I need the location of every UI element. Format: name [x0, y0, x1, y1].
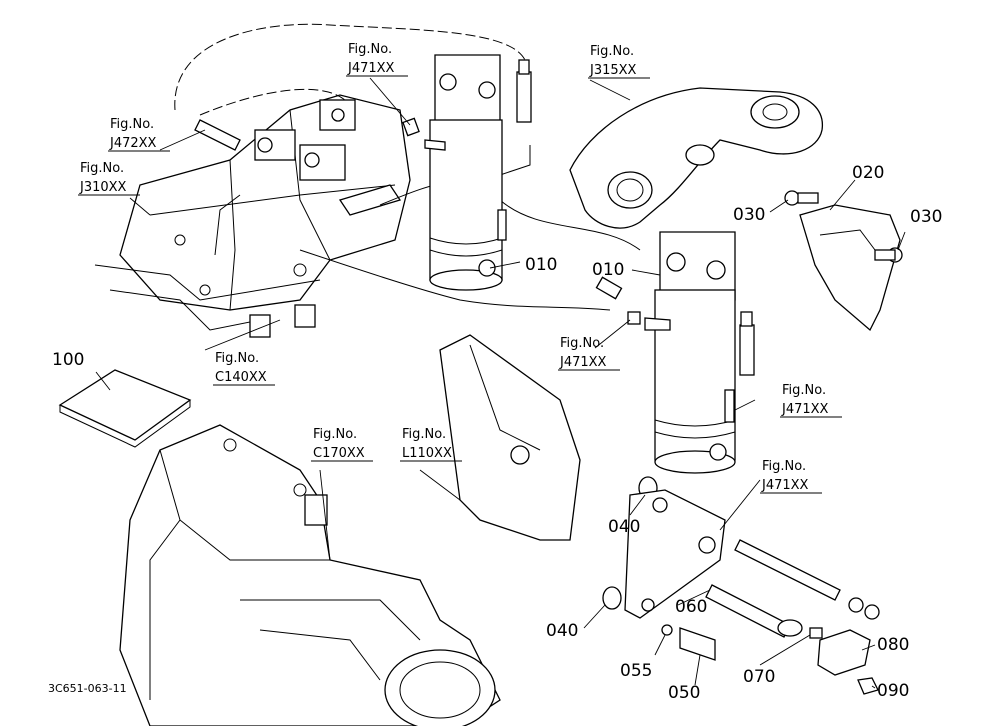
fig-ref-prefix: Fig.No. — [110, 117, 154, 132]
lift-arm-drawing — [569, 87, 823, 229]
fig-ref-prefix: Fig.No. — [80, 161, 124, 176]
fig-ref-number: J471XX — [559, 355, 607, 370]
fig-ref-j310: Fig.No. J310XX — [78, 161, 140, 196]
fig-ref-c140: Fig.No. C140XX — [213, 351, 275, 386]
manual-packet-drawing — [58, 369, 192, 448]
part-number-040-lower: 040 — [546, 621, 578, 641]
fig-ref-prefix: Fig.No. — [560, 336, 604, 351]
fig-ref-prefix: Fig.No. — [313, 427, 357, 442]
part-number-090: 090 — [877, 681, 909, 701]
part-number-070: 070 — [743, 667, 775, 687]
part-number-100: 100 — [52, 350, 84, 370]
fig-ref-prefix: Fig.No. — [215, 351, 259, 366]
fig-ref-j315: Fig.No. J315XX — [588, 44, 650, 79]
part-number-010-right: 010 — [592, 260, 624, 280]
part-number-020: 020 — [852, 163, 884, 183]
fig-ref-j472: Fig.No. J472XX — [108, 117, 170, 152]
fig-ref-number: J310XX — [79, 180, 127, 195]
lift-cylinder-left — [429, 54, 532, 291]
fig-ref-number: C170XX — [313, 446, 365, 461]
part-number-030-left: 030 — [733, 205, 765, 225]
lift-cylinder-right — [654, 231, 755, 474]
part-number-080: 080 — [877, 635, 909, 655]
part-number-030-right: 030 — [910, 207, 942, 227]
fig-ref-prefix: Fig.No. — [762, 459, 806, 474]
fig-ref-j471-bottom: Fig.No. J471XX — [760, 459, 822, 494]
fig-ref-l110: Fig.No. L110XX — [400, 427, 462, 462]
fig-ref-number: C140XX — [215, 370, 267, 385]
fig-ref-j471-top: Fig.No. J471XX — [346, 42, 408, 77]
leader-lines — [95, 77, 906, 689]
fig-ref-prefix: Fig.No. — [348, 42, 392, 57]
fig-ref-prefix: Fig.No. — [590, 44, 634, 59]
bracket-drawing — [439, 334, 581, 541]
part-number-060: 060 — [675, 597, 707, 617]
fig-ref-j471-right: Fig.No. J471XX — [780, 383, 842, 418]
part-number-010-left: 010 — [525, 255, 557, 275]
fig-ref-number: J471XX — [761, 478, 809, 493]
fig-ref-number: L110XX — [402, 446, 452, 461]
valve-block-drawing — [94, 94, 411, 338]
diagram-code: 3C651-063-11 — [48, 682, 127, 695]
part-number-050: 050 — [668, 683, 700, 703]
part-number-055: 055 — [620, 661, 652, 681]
bottom-hardware-drawing — [602, 476, 880, 695]
fig-ref-number: J472XX — [109, 136, 157, 151]
fig-ref-prefix: Fig.No. — [782, 383, 826, 398]
cover-plate-drawing — [784, 190, 903, 332]
fig-ref-c170: Fig.No. C170XX — [311, 427, 373, 462]
fig-ref-number: J315XX — [589, 63, 637, 78]
fig-ref-j471-mid: Fig.No. J471XX — [558, 336, 620, 371]
part-number-040-upper: 040 — [608, 517, 640, 537]
fittings — [402, 117, 671, 331]
fig-ref-number: J471XX — [781, 402, 829, 417]
fig-ref-number: J471XX — [347, 61, 395, 76]
transmission-case-drawing — [119, 424, 501, 726]
fig-ref-prefix: Fig.No. — [402, 427, 446, 442]
